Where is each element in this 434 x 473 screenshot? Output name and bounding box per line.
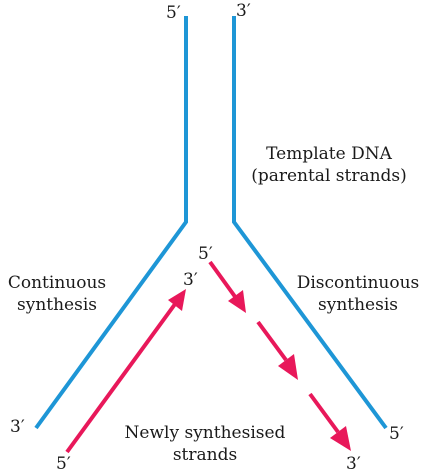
leading-strand-arrowhead (168, 289, 186, 311)
newly-synthesised-label-line1: Newly synthesised (125, 423, 286, 443)
leading-strand-end: 3′ (183, 270, 198, 290)
lagging-fragment-3-arrowhead (330, 426, 351, 451)
left-template-strand (34, 16, 188, 430)
right-template-bottom-end: 5′ (389, 424, 404, 444)
lagging-fragment-1 (208, 260, 238, 300)
newly-synthesised-label-line2: strands (173, 445, 237, 465)
lagging-fragment-1-arrowhead (228, 290, 246, 313)
continuous-synthesis-label-line1: Continuous (8, 273, 106, 293)
lagging-fragment-3 (308, 392, 340, 434)
lagging-strand-start: 5′ (198, 244, 213, 264)
template-dna-label-line1: Template DNA (266, 144, 392, 164)
right-template-top-end: 3′ (236, 1, 251, 21)
left-template-top-end: 5′ (166, 3, 181, 23)
lagging-strand-end: 3′ (346, 454, 361, 473)
discontinuous-synthesis-label-line2: synthesis (318, 295, 398, 315)
lagging-fragment-2 (256, 320, 288, 362)
leading-strand (65, 298, 180, 454)
continuous-synthesis-label-line2: synthesis (17, 295, 97, 315)
discontinuous-synthesis-label-line1: Discontinuous (297, 273, 420, 293)
leading-strand-start: 5′ (56, 454, 71, 473)
lagging-fragment-2-arrowhead (278, 354, 298, 380)
left-template-bottom-end: 3′ (10, 417, 25, 437)
template-dna-label-line2: (parental strands) (251, 166, 407, 186)
right-template-strand (232, 16, 388, 430)
